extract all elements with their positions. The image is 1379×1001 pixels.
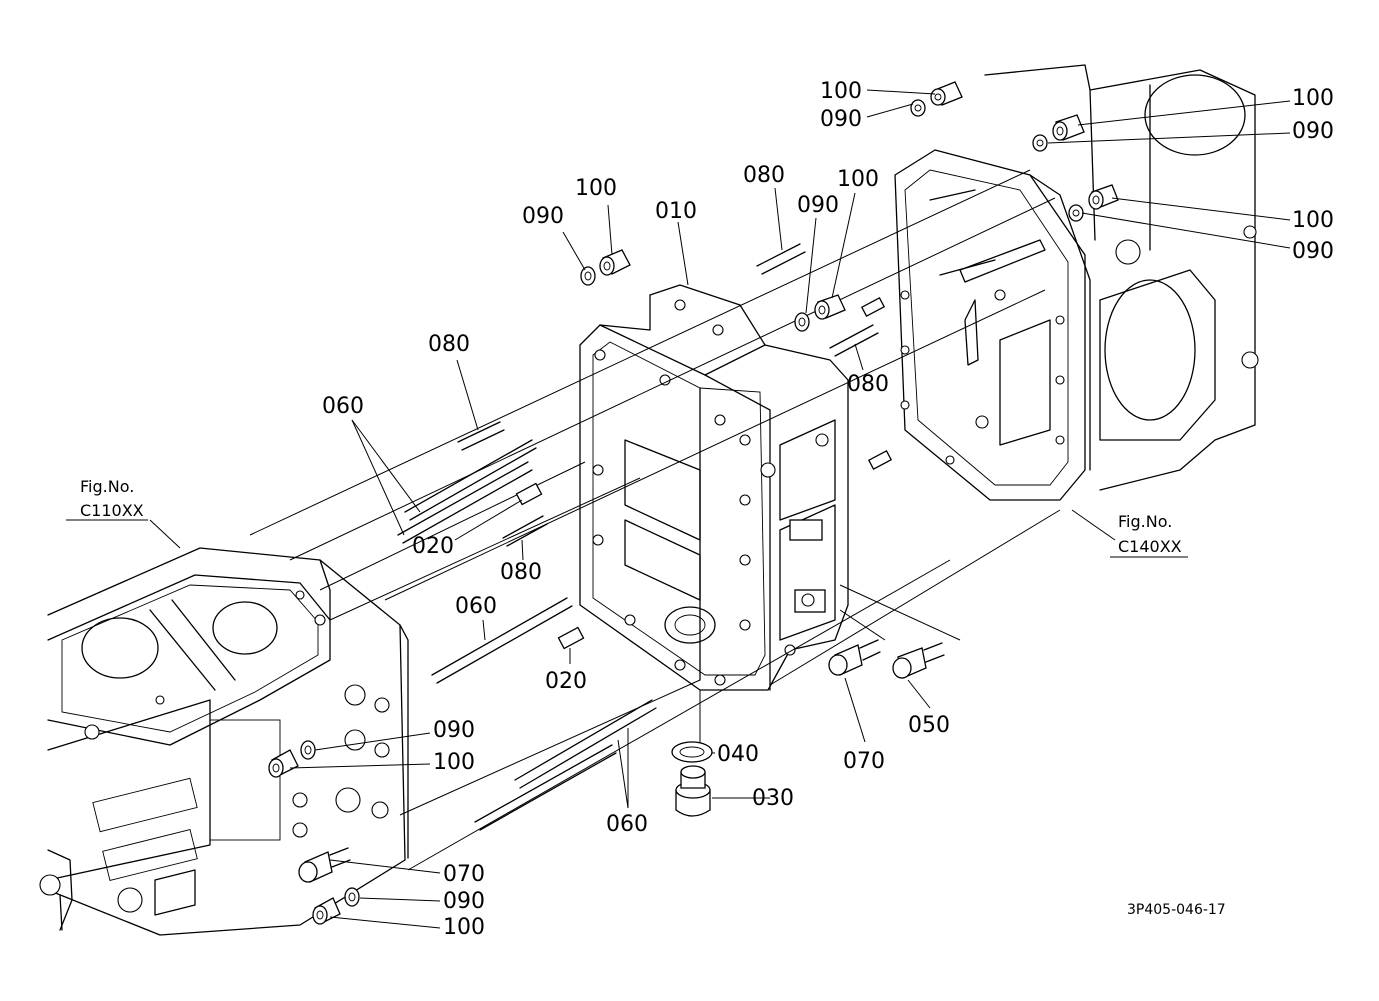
stud-060-upper-a [404, 439, 537, 521]
nut-washer-set-top-right-2 [1032, 114, 1085, 152]
nut-washer-set-top-right-3 [1068, 184, 1119, 222]
callout-080: 080 [500, 560, 542, 585]
callout-060: 060 [322, 394, 364, 419]
callout-020: 020 [545, 669, 587, 694]
stud-060-bottom-a [514, 699, 657, 789]
callout-100: 100 [443, 915, 485, 940]
callout-030: 030 [752, 786, 794, 811]
studs [397, 243, 879, 831]
callout-020: 020 [412, 534, 454, 559]
figure-ref-left: Fig.No. C110XX [66, 477, 148, 521]
callout-080: 080 [428, 332, 470, 357]
small-parts [268, 81, 1119, 925]
callout-100: 100 [575, 176, 617, 201]
callout-090: 090 [433, 718, 475, 743]
nut-washer-set-center [794, 294, 846, 332]
callout-090: 090 [1292, 119, 1334, 144]
callout-100: 100 [1292, 208, 1334, 233]
left-housing [39, 547, 409, 936]
nut-washer-set-left-mid [268, 740, 316, 778]
callout-100: 100 [820, 79, 862, 104]
figure-ref-right: Fig.No. C140XX [1110, 512, 1188, 558]
plug-070-right [828, 639, 881, 676]
nut-washer-set-left-bottom [312, 887, 360, 925]
callout-090: 090 [443, 889, 485, 914]
figure-ref-left-line2: C110XX [80, 501, 144, 520]
figure-ref-left-line1: Fig.No. [80, 477, 134, 496]
figure-ref-right-line2: C140XX [1118, 537, 1182, 556]
stud-060-bottom-b [474, 744, 617, 831]
plug-050 [892, 642, 945, 679]
seal-040 [671, 741, 713, 763]
stud-060-upper-b [397, 461, 533, 544]
pin-020-lower [557, 626, 585, 650]
nut-washer-set-top-left [580, 249, 631, 286]
callout-labels: 100 090 100 090 100 090 100 090 010 080 … [322, 79, 1334, 940]
stud-080-right [829, 324, 879, 357]
callout-070: 070 [843, 749, 885, 774]
stud-080-upper [457, 421, 505, 451]
alignment-lines [249, 169, 1061, 871]
callout-100: 100 [837, 167, 879, 192]
callout-080: 080 [743, 163, 785, 188]
pin-right-lower [867, 450, 893, 470]
callout-090: 090 [820, 107, 862, 132]
stud-060-mid [431, 597, 573, 684]
right-housing [894, 64, 1259, 501]
callout-060: 060 [455, 594, 497, 619]
center-housing [579, 284, 849, 691]
plug-070-left [298, 847, 351, 883]
stud-080-lower [502, 515, 548, 547]
callout-050: 050 [908, 713, 950, 738]
drain-plug-030 [675, 765, 711, 817]
callout-100: 100 [1292, 86, 1334, 111]
callout-080: 080 [847, 372, 889, 397]
leader-lines [149, 89, 1291, 929]
callout-090: 090 [797, 193, 839, 218]
callout-060: 060 [606, 812, 648, 837]
pin-020-upper [515, 482, 543, 506]
callout-010: 010 [655, 199, 697, 224]
stud-080-top [756, 243, 806, 275]
figure-ref-right-line1: Fig.No. [1118, 512, 1172, 531]
callout-090: 090 [1292, 239, 1334, 264]
drawing-code: 3P405-046-17 [1127, 902, 1226, 918]
pin-right-upper [860, 297, 886, 317]
nut-washer-set-top-right-1 [910, 81, 963, 117]
callout-040: 040 [717, 742, 759, 767]
callout-090: 090 [522, 204, 564, 229]
callout-070: 070 [443, 862, 485, 887]
callout-100: 100 [433, 750, 475, 775]
